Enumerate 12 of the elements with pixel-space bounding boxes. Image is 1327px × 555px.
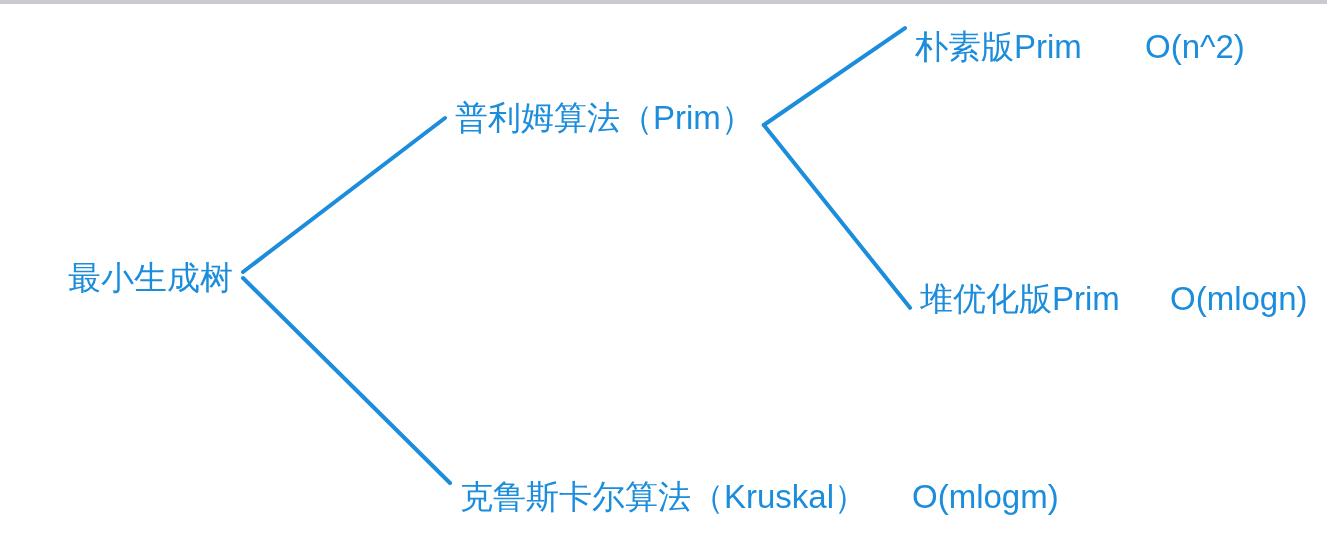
node-label: 克鲁斯卡尔算法（Kruskal） bbox=[450, 477, 878, 517]
connector-line bbox=[241, 276, 452, 485]
complexity-label: O(mlogm) bbox=[911, 477, 1060, 517]
complexity-label: O(mlogn) bbox=[1169, 279, 1309, 319]
node-label: 朴素版Prim bbox=[905, 27, 1092, 67]
connector-line bbox=[241, 116, 447, 274]
node-label: 堆优化版Prim bbox=[910, 279, 1130, 319]
connector-line bbox=[761, 123, 912, 310]
connector-line bbox=[761, 26, 907, 127]
node-label: 普利姆算法（Prim） bbox=[445, 98, 764, 138]
complexity-label: O(n^2) bbox=[1144, 27, 1246, 67]
node-label: 最小生成树 bbox=[58, 258, 243, 298]
